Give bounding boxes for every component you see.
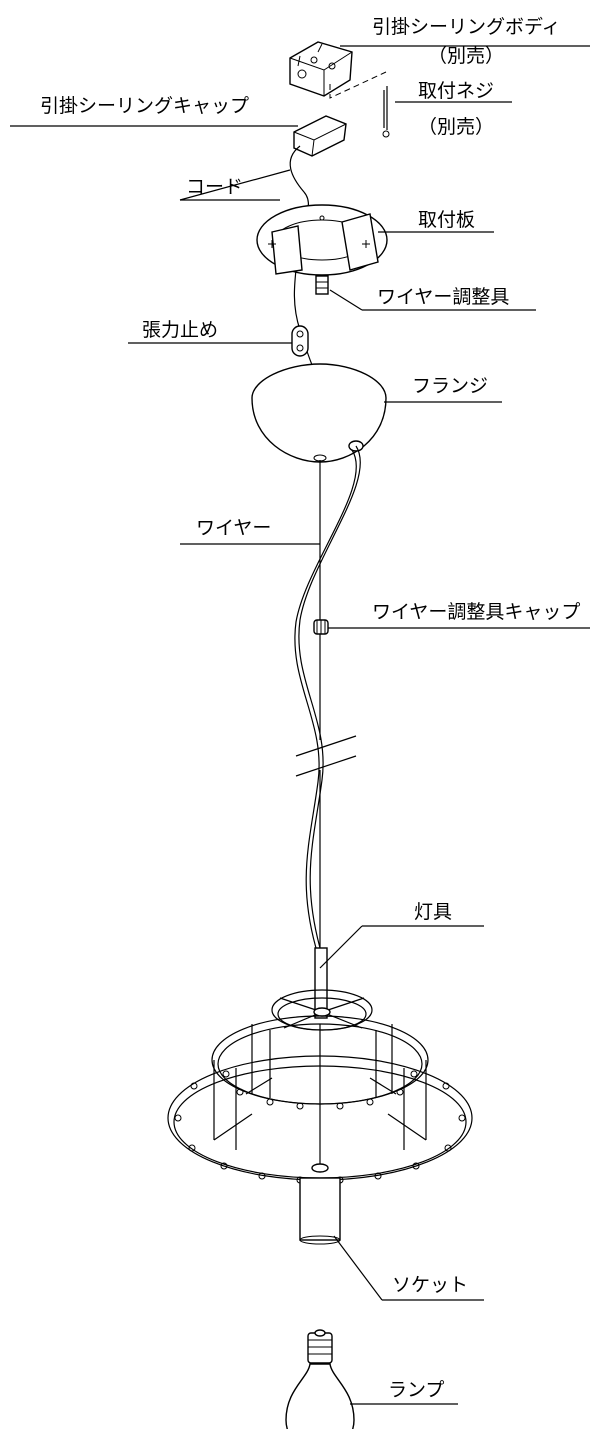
label-mounting-plate: 取付板 xyxy=(418,209,475,231)
label-lamp: ランプ xyxy=(388,1379,444,1401)
break-mark xyxy=(295,735,357,757)
label-wire-adjuster-cap: ワイヤー調整具キャップ xyxy=(372,601,580,623)
label-cord: コード xyxy=(186,176,243,198)
wire-adjuster-part xyxy=(315,275,329,295)
label-screw: 取付ネジ xyxy=(418,80,494,102)
break-mark xyxy=(295,755,357,777)
fixture-part xyxy=(167,947,473,1184)
label-fixture: 灯具 xyxy=(414,901,452,923)
ceiling-cap-part xyxy=(293,115,347,157)
screw-part xyxy=(382,86,390,138)
mounting-plate-part xyxy=(256,204,388,276)
ceiling-body-part xyxy=(289,41,353,97)
strain-relief-part xyxy=(291,325,309,357)
label-flange: フランジ xyxy=(412,375,488,397)
label-strain-relief: 張力止め xyxy=(142,319,218,341)
socket-part xyxy=(299,1177,341,1245)
label-socket: ソケット xyxy=(392,1274,468,1296)
label-wire-adjuster: ワイヤー調整具 xyxy=(377,286,509,308)
label-ceiling-body: 引掛シーリングボディ xyxy=(372,16,561,38)
label-sold-separately-1: （別売） xyxy=(428,45,504,67)
label-wire: ワイヤー xyxy=(196,517,271,539)
label-ceiling-cap: 引掛シーリングキャップ xyxy=(40,95,249,117)
label-sold-separately-2: （別売） xyxy=(418,116,494,138)
lamp-part xyxy=(285,1329,355,1429)
wire-adjuster-cap-part xyxy=(313,619,329,635)
flange-part xyxy=(251,363,387,463)
